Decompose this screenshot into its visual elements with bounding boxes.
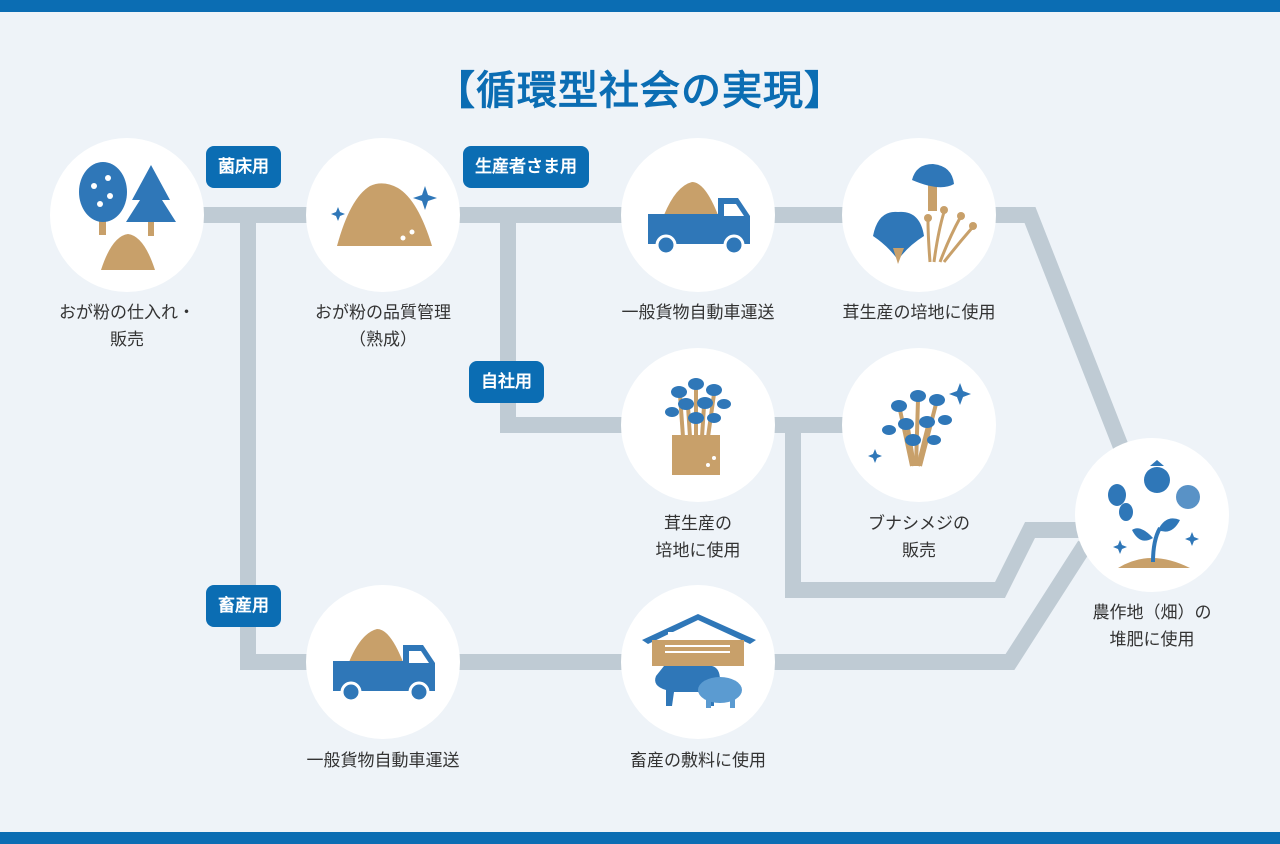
truck-icon-2 xyxy=(333,629,435,703)
bottom-border xyxy=(0,832,1280,844)
node-label-7: 農作地（畑）の堆肥に使用 xyxy=(1092,603,1212,650)
vegetables-icon xyxy=(1108,460,1200,568)
barn-livestock-icon xyxy=(642,614,756,708)
node-circle-7 xyxy=(1075,438,1229,592)
mushrooms-icon xyxy=(873,164,977,264)
bunashimeji-icon xyxy=(868,383,971,467)
truck-icon xyxy=(648,182,750,256)
node-circle-4 xyxy=(842,138,996,292)
node-label-6: ブナシメジの販売 xyxy=(868,514,970,561)
tag-kinsho: 菌床用 xyxy=(206,146,281,188)
tag-seisansha: 生産者さま用 xyxy=(463,146,589,188)
tag-jisha: 自社用 xyxy=(469,361,544,403)
top-border xyxy=(0,0,1280,12)
sawdust-pile-icon xyxy=(331,183,437,246)
node-label-8: 一般貨物自動車運送 xyxy=(306,751,460,771)
node-label-1: おが粉の仕入れ・販売 xyxy=(59,303,195,350)
node-label-3: 一般貨物自動車運送 xyxy=(621,303,775,323)
cultivation-block-icon xyxy=(665,378,731,475)
node-label-2: おが粉の品質管理（熟成） xyxy=(315,303,451,350)
tag-chikusan: 畜産用 xyxy=(206,585,281,627)
line-bunashimeji xyxy=(785,425,1090,598)
node-label-4: 茸生産の培地に使用 xyxy=(842,303,996,323)
line-top-row xyxy=(190,207,1138,473)
page-title: 【循環型社会の実現】 xyxy=(435,68,845,114)
node-label-5: 茸生産の培地に使用 xyxy=(655,514,741,561)
node-label-9: 畜産の敷料に使用 xyxy=(630,751,766,771)
trees-icon xyxy=(79,162,176,270)
